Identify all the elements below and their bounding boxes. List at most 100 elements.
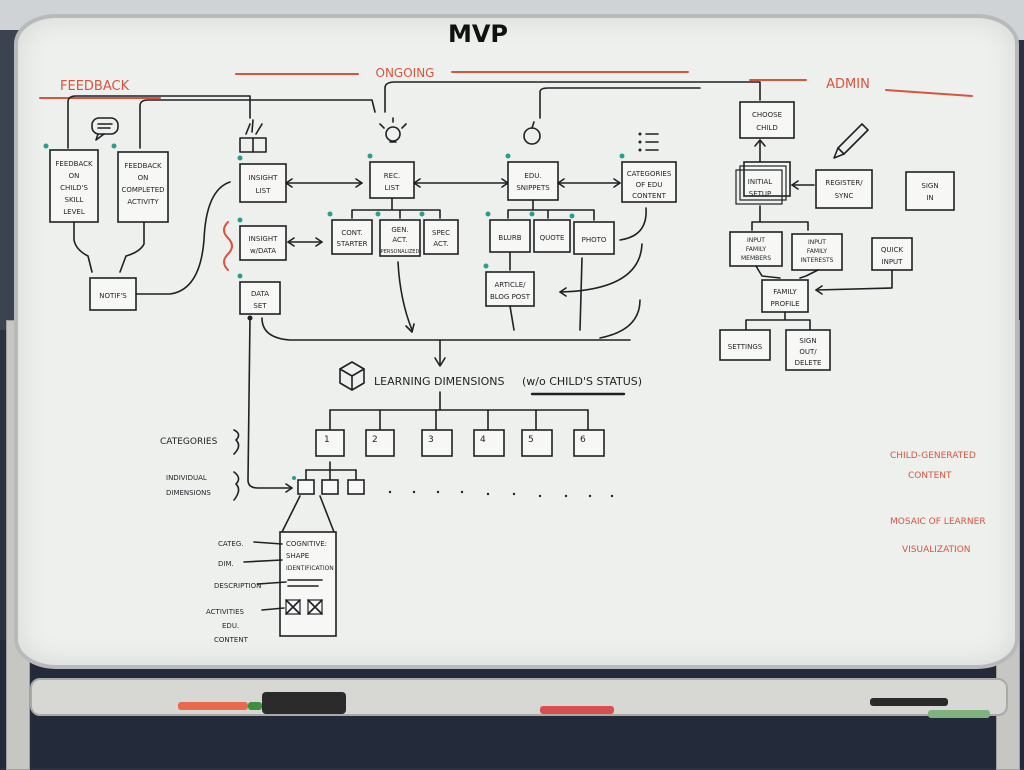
svg-text:SIGN: SIGN (921, 182, 938, 190)
header-ongoing: ONGOING (376, 66, 435, 80)
svg-text:SETTINGS: SETTINGS (728, 343, 763, 351)
svg-text:SKILL: SKILL (65, 196, 84, 204)
marker-2 (540, 706, 614, 714)
svg-text:SIGN: SIGN (799, 337, 816, 345)
svg-text:IDENTIFICATION: IDENTIFICATION (286, 565, 334, 572)
insight-list-box: INSIGHT LIST (237, 155, 287, 203)
svg-text:CHILD'S: CHILD'S (60, 184, 88, 192)
svg-text:INITIAL: INITIAL (748, 178, 772, 186)
svg-text:(PERSONALIZED): (PERSONALIZED) (379, 249, 422, 255)
svg-text:CHILD: CHILD (756, 124, 778, 132)
gen-act-box: GEN. ACT. (PERSONALIZED) (375, 211, 422, 257)
svg-text:SNIPPETS: SNIPPETS (516, 184, 550, 192)
learning-dimensions-title: LEARNING DIMENSIONS (374, 375, 504, 388)
svg-text:FAMILY: FAMILY (807, 248, 827, 255)
svg-text:4: 4 (480, 435, 486, 445)
card-label-description: DESCRIPTION (214, 582, 261, 590)
settings-box: SETTINGS (719, 329, 771, 361)
initial-setup-box: INITIAL SETUP (735, 161, 791, 205)
quick-input-box: QUICK INPUT (871, 237, 913, 271)
svg-text:ON: ON (69, 172, 80, 180)
card-label-content: CONTENT (214, 636, 249, 644)
input-family-interests-box: INPUT FAMILY INTERESTS (791, 233, 843, 271)
svg-text:6: 6 (580, 435, 586, 445)
svg-text:INSIGHT: INSIGHT (249, 174, 278, 182)
black-marker (870, 698, 948, 706)
svg-text:REC.: REC. (384, 172, 400, 180)
svg-text:CONT.: CONT. (341, 229, 362, 237)
individual-label: INDIVIDUAL (166, 474, 207, 482)
svg-text:CONTENT: CONTENT (632, 192, 667, 200)
eraser (262, 692, 346, 714)
svg-text:DELETE: DELETE (795, 359, 822, 367)
note-child-generated: CHILD-GENERATED (890, 451, 976, 461)
edu-snippets-box: EDU. SNIPPETS (505, 153, 559, 201)
svg-text:QUICK: QUICK (881, 246, 904, 254)
feedback-activity-box: FEEDBACK ON COMPLETED ACTIVITY (111, 143, 169, 223)
insight-data-box: INSIGHT w/DATA (237, 217, 287, 261)
svg-text:QUOTE: QUOTE (540, 234, 565, 242)
svg-text:COGNITIVE:: COGNITIVE: (286, 540, 327, 548)
svg-text:STARTER: STARTER (337, 240, 368, 248)
svg-text:PHOTO: PHOTO (582, 236, 607, 244)
feedback-skill-box: FEEDBACK ON CHILD'S SKILL LEVEL (43, 143, 99, 223)
svg-text:SETUP: SETUP (749, 190, 772, 198)
learning-status: (w/o CHILD'S STATUS) (522, 375, 642, 388)
svg-text:COMPLETED: COMPLETED (121, 186, 164, 194)
card-label-dim: DIM. (218, 560, 234, 568)
svg-text:INTERESTS: INTERESTS (801, 257, 834, 264)
svg-text:FAMILY: FAMILY (773, 288, 797, 296)
svg-text:1: 1 (324, 435, 330, 445)
svg-text:w/DATA: w/DATA (250, 247, 276, 255)
dimension-card: COGNITIVE: SHAPE IDENTIFICATION (279, 531, 337, 637)
categories-label: CATEGORIES (160, 437, 218, 447)
svg-text:ACT.: ACT. (392, 236, 407, 244)
sign-in-box: SIGN IN (905, 171, 955, 211)
header-admin: ADMIN (826, 77, 870, 92)
svg-text:INPUT: INPUT (882, 258, 904, 266)
svg-text:OUT/: OUT/ (799, 348, 817, 356)
svg-text:NOTIF'S: NOTIF'S (99, 292, 127, 300)
svg-text:SHAPE: SHAPE (286, 552, 309, 560)
quote-box: QUOTE (529, 211, 571, 253)
note-mosaic: MOSAIC OF LEARNER (890, 517, 986, 527)
hexagon-cube-icon (339, 361, 365, 391)
svg-text:BLURB: BLURB (498, 234, 521, 242)
svg-text:OF EDU: OF EDU (636, 181, 663, 189)
dimension-boxes (292, 461, 614, 498)
svg-text:REGISTER/: REGISTER/ (825, 179, 863, 187)
svg-text:CATEGORIES: CATEGORIES (627, 170, 672, 178)
family-profile-box: FAMILY PROFILE (761, 279, 809, 313)
svg-text:FEEDBACK: FEEDBACK (55, 160, 93, 168)
header-feedback: FEEDBACK (60, 79, 130, 94)
svg-text:3: 3 (428, 435, 434, 445)
svg-text:MEMBERS: MEMBERS (741, 255, 771, 262)
categories-edu-box: CATEGORIES OF EDU CONTENT (619, 153, 677, 203)
svg-text:ON: ON (138, 174, 149, 182)
svg-text:INSIGHT: INSIGHT (249, 235, 278, 243)
svg-text:SPEC: SPEC (432, 229, 450, 237)
svg-text:LIST: LIST (385, 184, 400, 192)
card-label-activities: ACTIVITIES (206, 608, 245, 616)
data-set-box: DATA SET (237, 273, 281, 315)
title-mvp: MVP (448, 20, 508, 48)
svg-text:PROFILE: PROFILE (770, 300, 799, 308)
pencil-icon (833, 123, 869, 159)
gift-box-icon (239, 119, 267, 153)
list-icon (638, 132, 659, 152)
svg-text:ARTICLE/: ARTICLE/ (494, 281, 526, 289)
whiteboard (14, 14, 1019, 669)
cont-starter-box: CONT. STARTER (327, 211, 373, 255)
svg-text:DATA: DATA (251, 290, 269, 298)
category-boxes: 1 2 3 4 5 6 (315, 409, 605, 457)
svg-text:GEN.: GEN. (391, 226, 408, 234)
svg-text:EDU.: EDU. (524, 172, 541, 180)
svg-text:INPUT: INPUT (808, 239, 826, 246)
green-marker (928, 710, 990, 718)
svg-text:ACTIVITY: ACTIVITY (127, 198, 159, 206)
svg-text:IN: IN (926, 194, 933, 202)
svg-text:SYNC: SYNC (835, 192, 854, 200)
card-label-categ: CATEG. (218, 540, 243, 548)
svg-text:CHOOSE: CHOOSE (752, 111, 782, 119)
